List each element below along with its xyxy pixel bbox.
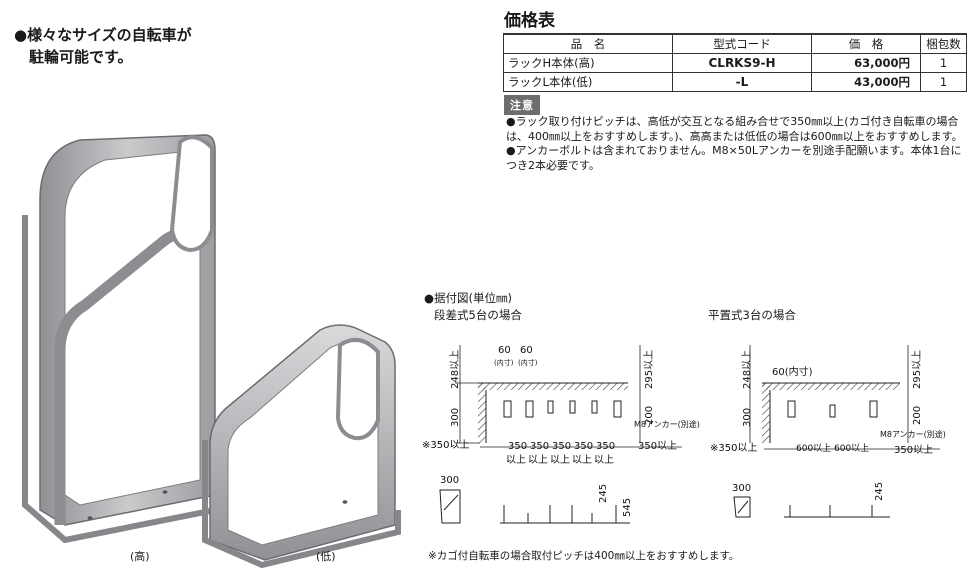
right-dim-300: 300 <box>742 408 753 427</box>
rack-low <box>202 324 401 569</box>
left-bottom-sub: 以上 <box>572 454 592 466</box>
left-dim-top: 248以上 <box>449 350 461 389</box>
note-item: ●ラック取り付けピッチは、高低が交互となる組み合せで350㎜以上(カゴ付き自転車… <box>506 115 963 143</box>
left-anchor-label: M8アンカー(別途) <box>634 419 700 429</box>
row-name: ラックL本体(低) <box>503 72 673 92</box>
diagram-title: ●据付図(単位㎜) <box>424 291 513 305</box>
right-bottom-left: ※350以上 <box>710 442 757 454</box>
price-table: 品 名 型式コード 価 格 梱包数 ラックH本体(高) CLRKS9-H 63,… <box>503 33 967 92</box>
left-bottom-pitch: 350 <box>596 441 615 452</box>
row-code: CLRKS9-H <box>672 53 812 73</box>
row-code: -L <box>672 72 812 92</box>
rack-high <box>22 134 218 544</box>
row-qty: 1 <box>920 72 967 92</box>
diagram-right-title: 平置式3台の場合 <box>708 308 796 322</box>
left-side-245: 245 <box>598 484 609 503</box>
caption-high: (高) <box>130 550 150 563</box>
left-dim-295: 295以上 <box>643 350 655 389</box>
table-row: ラックL本体(低) -L 43,000円 1 <box>503 72 967 92</box>
left-bottom-sub: 以上 <box>528 454 548 466</box>
left-pitch-sub: (内寸) <box>494 358 514 367</box>
left-pitch-sub: (内寸) <box>518 358 538 367</box>
left-bottom-sub: 以上 <box>594 454 614 466</box>
diagram-footnote: ※カゴ付自転車の場合取付ピッチは400㎜以上をおすすめします。 <box>428 550 740 562</box>
right-dim-top: 248以上 <box>741 350 753 389</box>
right-anchor-label: M8アンカー(別途) <box>880 429 946 439</box>
right-side-245: 245 <box>874 482 885 501</box>
right-bottom-right: 350以上 <box>894 444 933 456</box>
header-name: 品 名 <box>503 33 673 54</box>
left-bottom-sub: 以上 <box>506 454 526 466</box>
diagram-left: 248以上 300 295以上 200 60 60 (内寸) (内寸) M8アン… <box>422 345 700 524</box>
left-dim-200: 200 <box>644 406 655 425</box>
right-side-300: 300 <box>732 483 751 494</box>
right-pitch-label: 60(内寸) <box>772 365 813 378</box>
caption-low: (低) <box>316 550 336 563</box>
right-bottom-pitch: 600以上 <box>796 443 831 454</box>
headline-line-1: ●様々なサイズの自転車が <box>14 26 192 44</box>
right-dim-295: 295以上 <box>911 350 923 389</box>
note-item: ●アンカーボルトは含まれておりません。M8×50Lアンカーを別途手配願います。本… <box>506 144 962 172</box>
product-illustration <box>22 134 401 569</box>
right-bottom-pitch: 600以上 <box>834 443 869 454</box>
header-qty: 梱包数 <box>920 33 967 54</box>
left-pitch-label: 60 <box>520 345 533 356</box>
right-dim-200: 200 <box>912 406 923 425</box>
installation-diagram: 248以上 300 295以上 200 60 60 (内寸) (内寸) M8アン… <box>422 345 946 524</box>
left-bottom-pitch: 350 <box>530 441 549 452</box>
left-side-300: 300 <box>440 475 459 486</box>
left-dim-300: 300 <box>450 408 461 427</box>
left-pitch-label: 60 <box>498 345 511 356</box>
header-code: 型式コード <box>672 33 812 54</box>
headline: ●様々なサイズの自転車が 駐輪可能です。 <box>14 24 192 68</box>
left-bottom-pitch: 350 <box>574 441 593 452</box>
row-name: ラックH本体(高) <box>503 53 673 73</box>
diagram-right: 248以上 300 295以上 200 60(内寸) M8アンカー(別途) ※3… <box>710 345 946 518</box>
left-bottom-sub: 以上 <box>550 454 570 466</box>
left-bottom-left: ※350以上 <box>422 439 469 451</box>
notes-label: 注意 <box>504 95 540 115</box>
price-table-title: 価格表 <box>504 11 555 31</box>
left-bottom-pitch: 350 <box>552 441 571 452</box>
row-price: 43,000円 <box>811 72 921 92</box>
left-side-545: 545 <box>622 498 633 517</box>
left-bottom-pitch: 350 <box>508 441 527 452</box>
headline-line-2: 駐輪可能です。 <box>14 48 133 66</box>
table-row: ラックH本体(高) CLRKS9-H 63,000円 1 <box>503 53 967 73</box>
diagram-left-title: 段差式5台の場合 <box>434 308 522 322</box>
left-bottom-right: 350以上 <box>638 440 677 452</box>
price-table-header: 品 名 型式コード 価 格 梱包数 <box>503 33 967 54</box>
header-price: 価 格 <box>811 33 921 54</box>
row-qty: 1 <box>920 53 967 73</box>
row-price: 63,000円 <box>811 53 921 73</box>
notes: ●ラック取り付けピッチは、高低が交互となる組み合せで350㎜以上(カゴ付き自転車… <box>506 115 971 173</box>
